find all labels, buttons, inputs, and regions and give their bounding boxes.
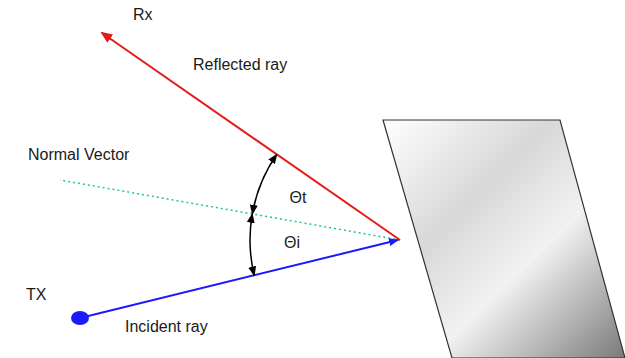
transmitter-dot	[71, 311, 89, 325]
axis-label: Normal Vector	[28, 146, 129, 164]
angle-arc	[252, 155, 276, 214]
angle-arc	[250, 214, 254, 276]
ray-label: Reflected ray	[193, 56, 287, 74]
reflecting-wall	[383, 120, 625, 358]
receiver-label: Rx	[133, 6, 153, 24]
ray-label: Incident ray	[125, 318, 208, 336]
transmitter-label: TX	[26, 286, 46, 304]
normal-line	[60, 180, 400, 240]
angle-label: Θt	[290, 189, 307, 207]
angle-label: Θi	[284, 234, 300, 252]
incident-ray	[80, 240, 398, 318]
reflected-ray	[102, 33, 400, 240]
